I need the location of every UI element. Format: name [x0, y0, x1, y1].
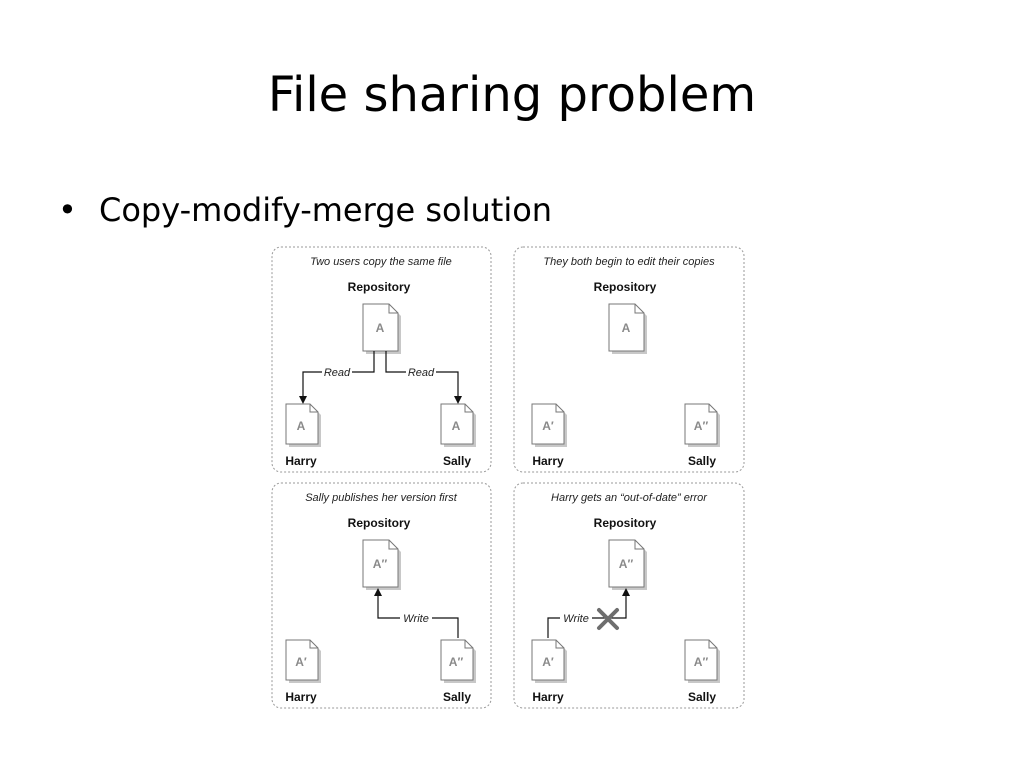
- bullet-marker: •: [58, 191, 77, 229]
- x-mark-icon: [597, 608, 619, 630]
- panel-1: Two users copy the same file Repository …: [271, 246, 492, 473]
- panel-2-harry-label: Harry: [532, 454, 564, 468]
- panel-2-sally-label: Sally: [688, 454, 716, 468]
- panel-4-repository-document-icon: A″: [608, 539, 647, 590]
- panel-3-sally-document-icon: A″: [440, 639, 476, 683]
- panel-1-sally-label: Sally: [443, 454, 471, 468]
- panel-3-repository-doc-label: A″: [373, 557, 388, 571]
- panel-2-sally-doc-label: A″: [694, 419, 709, 433]
- panel-4: Harry gets an “out-of-date” error Reposi…: [513, 482, 745, 709]
- panel-1-read-label-left: Read: [324, 367, 351, 379]
- panel-3-harry-doc-label: A′: [295, 655, 307, 669]
- panel-2-harry-doc-label: A′: [542, 419, 554, 433]
- panel-4-sally-doc-label: A″: [694, 655, 709, 669]
- panel-4-repository-doc-label: A″: [619, 557, 634, 571]
- panel-4-sally-label: Sally: [688, 690, 716, 704]
- panel-4-repository-label: Repository: [594, 516, 657, 530]
- panel-2-repository-document-icon: A: [608, 303, 647, 354]
- panel-1-harry-doc-label: A: [297, 419, 306, 433]
- panel-3-harry-label: Harry: [285, 690, 317, 704]
- panel-1-harry-label: Harry: [285, 454, 317, 468]
- panel-1-harry-document-icon: A: [285, 403, 321, 447]
- panel-4-caption: Harry gets an “out-of-date” error: [551, 492, 708, 504]
- panel-3-border: [271, 482, 492, 709]
- panel-4-write-label: Write: [563, 613, 589, 625]
- panel-1-sally-document-icon: A: [440, 403, 476, 447]
- panel-2-repository-label: Repository: [594, 280, 657, 294]
- bullet-item: • Copy-modify-merge solution: [58, 188, 552, 232]
- panel-1-repository-doc-label: A: [376, 321, 385, 335]
- panel-1-read-label-right: Read: [408, 367, 435, 379]
- panel-4-sally-document-icon: A″: [684, 639, 720, 683]
- panel-1-border: [271, 246, 492, 473]
- panel-1-repository-label: Repository: [348, 280, 411, 294]
- slide-title: File sharing problem: [267, 67, 757, 123]
- panel-2-caption: They both begin to edit their copies: [543, 256, 715, 268]
- panel-3-write-label: Write: [403, 613, 429, 625]
- panel-2-border: [513, 246, 745, 473]
- panel-3-sally-doc-label: A″: [449, 655, 464, 669]
- panel-4-harry-document-icon: A′: [531, 639, 567, 683]
- panel-4-harry-doc-label: A′: [542, 655, 554, 669]
- copy-modify-merge-diagram: Two users copy the same file Repository …: [270, 244, 746, 717]
- panel-3-repository-document-icon: A″: [362, 539, 401, 590]
- panel-2: They both begin to edit their copies Rep…: [513, 246, 745, 473]
- panel-1-repository-document-icon: A: [362, 303, 401, 354]
- panel-3-harry-document-icon: A′: [285, 639, 321, 683]
- bullet-text: Copy-modify-merge solution: [99, 191, 553, 229]
- panel-3: Sally publishes her version first Reposi…: [271, 482, 492, 709]
- panel-3-repository-label: Repository: [348, 516, 411, 530]
- panel-4-border: [513, 482, 745, 709]
- panel-1-sally-doc-label: A: [452, 419, 461, 433]
- panel-3-caption: Sally publishes her version first: [305, 492, 458, 504]
- panel-4-harry-label: Harry: [532, 690, 564, 704]
- panel-2-harry-document-icon: A′: [531, 403, 567, 447]
- panel-2-repository-doc-label: A: [622, 321, 631, 335]
- panel-1-caption: Two users copy the same file: [310, 256, 452, 268]
- panel-3-sally-label: Sally: [443, 690, 471, 704]
- panel-2-sally-document-icon: A″: [684, 403, 720, 447]
